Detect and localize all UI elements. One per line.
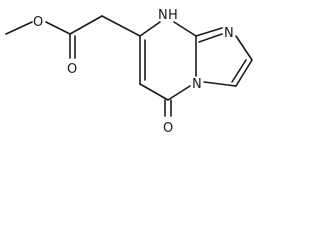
bond-c8a-nimid-2: [198, 33, 223, 43]
atom-h: H: [168, 8, 178, 23]
bond-c8a-nimid-1: [195, 27, 223, 37]
bond-carbonylc-ch2: [69, 15, 103, 35]
bond-methyl-oester: [5, 21, 33, 35]
atom-o-ketone: O: [163, 121, 173, 136]
atom-n-imidazole: N: [224, 26, 234, 41]
bond-c5-c6: [139, 83, 169, 101]
bond-nimid-c2: [235, 35, 253, 61]
atom-o-ester: O: [33, 15, 43, 30]
bond-c2-c3-2: [231, 59, 247, 83]
bond-nh-c8a: [173, 21, 197, 37]
bond-ch2-ringc: [101, 15, 141, 37]
molecule-structure: O O N H N N O: [5, 8, 253, 136]
atom-n-bridge: N: [192, 77, 202, 92]
bond-c2-c3-1: [235, 59, 253, 87]
bond-ringc-nh: [139, 21, 161, 37]
bond-nbridge-c5: [167, 85, 191, 101]
atom-n-h: N: [158, 8, 168, 23]
atom-o-carbonyl: O: [67, 62, 77, 77]
bond-oester-carbonylc: [45, 21, 71, 35]
bond-c3-nbridge: [203, 81, 237, 87]
